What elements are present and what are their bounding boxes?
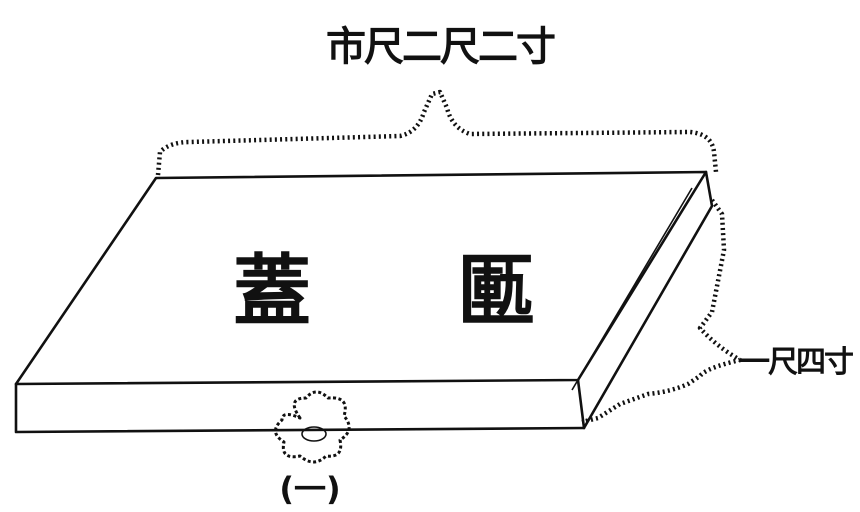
flower-clasp <box>274 390 351 464</box>
lid-char-right: 匭 <box>457 246 535 337</box>
lid-top-face <box>14 170 708 386</box>
flower-clasp-center <box>301 426 327 442</box>
lid-front-face <box>14 382 586 434</box>
lid-char-left: 蓋 <box>233 246 311 337</box>
depth-dimension-label: 一尺四寸 <box>740 345 853 380</box>
width-dimension-brace <box>155 89 719 176</box>
width-dimension-label: 市尺二尺二寸 <box>326 24 555 70</box>
lid-inner-edge <box>571 187 693 391</box>
figure-number: (一) <box>279 470 340 508</box>
lid-right-face <box>576 170 714 430</box>
